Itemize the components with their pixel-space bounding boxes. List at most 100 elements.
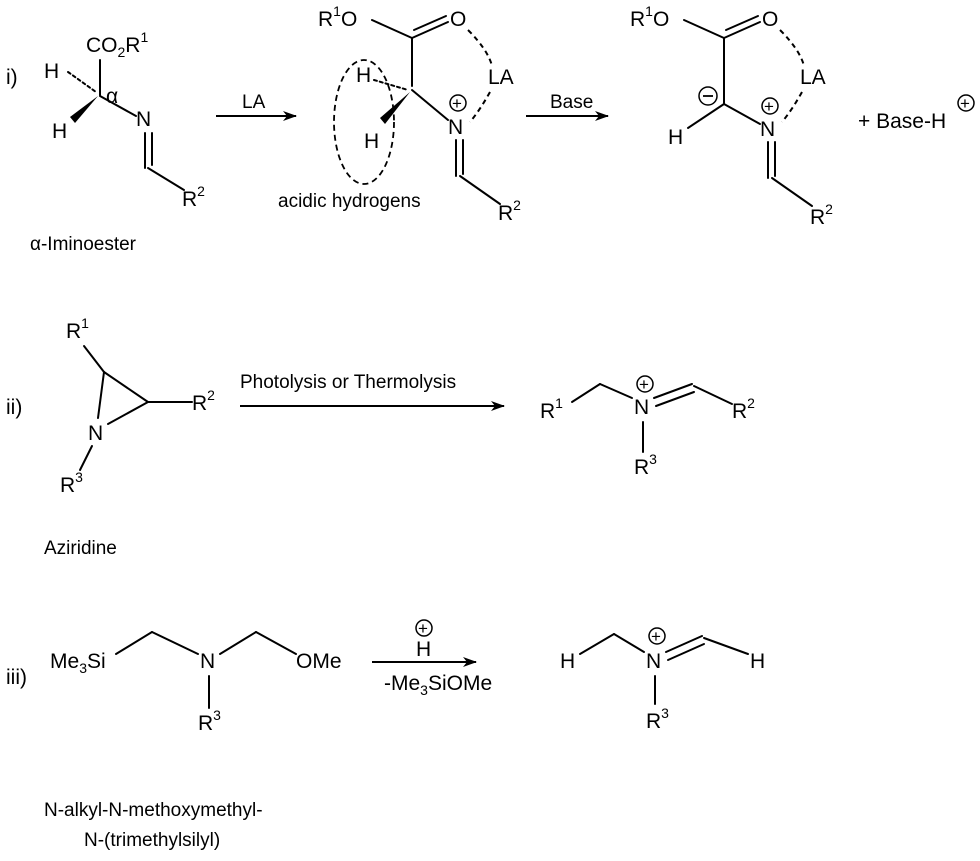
positive-charge-icon	[761, 97, 779, 115]
bond	[655, 391, 695, 407]
silylamine-structure: Me3Si N OMe R3	[50, 631, 342, 735]
bond	[703, 637, 749, 655]
bond	[599, 383, 633, 399]
plus-sign: +	[452, 94, 462, 113]
bond	[579, 633, 615, 655]
arrow-label-photolysis: Photolysis or Thermolysis	[240, 372, 456, 393]
alpha-iminoester-caption: α-Iminoester	[30, 234, 137, 255]
r1-group: R1	[66, 315, 89, 343]
plus-sign: +	[764, 97, 774, 116]
r3-group: R3	[198, 707, 221, 735]
alpha-label: α	[106, 85, 118, 108]
wedge-bond	[70, 96, 98, 123]
bond	[723, 21, 761, 39]
hydrogen-atom: H	[668, 126, 683, 149]
coordination-bond	[779, 29, 805, 67]
oxygen-atom: O	[450, 8, 466, 31]
bond	[371, 19, 413, 39]
proton-reagent: H	[416, 638, 431, 661]
bond	[411, 21, 449, 39]
positive-charge-icon	[957, 94, 975, 112]
hashed-bond	[373, 79, 409, 91]
azomethine-ylide-product: R1O O LA H N + R2	[630, 3, 833, 229]
hydrogen-atom: H	[750, 650, 765, 673]
r2-group: R2	[732, 395, 755, 423]
nitrogen-atom: N	[634, 396, 649, 419]
plus-sign: +	[960, 94, 970, 113]
oxygen-atom: O	[762, 8, 778, 31]
coordination-bond	[469, 91, 491, 123]
bond	[83, 345, 105, 373]
nitrogen-atom: N	[136, 108, 151, 131]
scheme-ii-label: ii)	[6, 396, 22, 419]
aziridine-caption: Aziridine	[44, 538, 117, 559]
nitrogen-atom: N	[448, 116, 463, 139]
bond	[79, 445, 93, 471]
positive-charge-icon	[648, 627, 666, 645]
hashed-bond	[67, 71, 97, 93]
bond	[103, 371, 149, 403]
bond	[723, 103, 761, 125]
bond	[653, 383, 693, 399]
hydrogen-atom: H	[52, 120, 67, 143]
nitrogen-atom: N	[760, 118, 775, 141]
r3-group: R3	[646, 705, 669, 733]
azomethine-ylide-product-iii: H N + H R3	[560, 627, 765, 733]
bond	[665, 635, 703, 653]
positive-charge-icon	[415, 619, 433, 637]
lewis-acid-label: LA	[488, 66, 514, 89]
bond	[147, 167, 185, 191]
bond	[107, 401, 149, 425]
positive-charge-icon	[449, 94, 467, 112]
bond	[99, 95, 137, 117]
silylamine-caption-line1: N-alkyl-N-methoxymethyl-	[44, 800, 263, 821]
bond	[693, 385, 733, 405]
coordination-bond	[781, 91, 803, 123]
nitrogen-atom: N	[200, 650, 215, 673]
acidic-hydrogens-ellipse	[333, 59, 395, 185]
hydrogen-atom: H	[364, 130, 379, 153]
scheme-iii-label: iii)	[6, 666, 27, 689]
alpha-iminoester-structure: CO2R1 α H H N R2	[44, 29, 205, 211]
bond	[571, 383, 601, 403]
plus-sign: +	[418, 619, 428, 638]
nitrogen-atom: N	[646, 650, 661, 673]
r2-group: R2	[192, 387, 215, 415]
bond	[667, 643, 705, 661]
plus-sign: +	[639, 375, 649, 394]
plus-sign: +	[651, 627, 661, 646]
me3si-group: Me3Si	[50, 650, 106, 676]
acidic-hydrogens-caption: acidic hydrogens	[278, 191, 421, 212]
scheme-i-label: i)	[6, 66, 18, 89]
arrow-label-base: Base	[550, 92, 593, 113]
hydrogen-atom: H	[560, 650, 575, 673]
bond	[219, 631, 257, 655]
co2r1-group: CO2R1	[86, 29, 148, 60]
base-h-byproduct: + Base-H	[858, 110, 946, 133]
r2-group: R2	[810, 201, 833, 229]
nitrogen-atom: N	[88, 422, 103, 445]
r2-group: R2	[182, 183, 205, 211]
r3-group: R3	[634, 451, 657, 479]
hydrogen-atom: H	[356, 64, 371, 87]
r2-group: R2	[498, 197, 521, 225]
wedge-bond	[380, 92, 410, 124]
positive-charge-icon	[636, 375, 654, 393]
bond	[115, 631, 153, 655]
bond	[771, 177, 813, 207]
bond	[725, 15, 759, 31]
bond	[97, 371, 105, 419]
arrow-label-la: LA	[242, 92, 266, 113]
negative-charge-icon	[698, 86, 718, 106]
bond	[613, 633, 645, 653]
silylamine-caption-line2: N-(trimethylsilyl)	[84, 830, 220, 851]
azomethine-ylide-product-ii: R1 N + R2 R3	[540, 375, 755, 479]
lewis-acid-label: LA	[800, 66, 826, 89]
la-complex-structure: R1O O LA H H N + R2	[318, 3, 521, 225]
r1-group: R1	[540, 395, 563, 423]
bond	[411, 89, 449, 121]
bond	[687, 103, 725, 129]
bond	[683, 19, 725, 39]
arrow-byproduct: -Me3SiOMe	[384, 672, 492, 698]
